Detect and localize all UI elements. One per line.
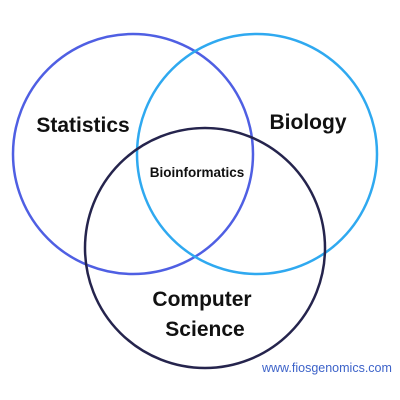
statistics-label: Statistics — [36, 114, 129, 137]
intersection-label: Bioinformatics — [150, 165, 245, 180]
computer-science-circle — [83, 126, 327, 370]
computer-science-label-line1: Computer — [152, 288, 251, 311]
computer-science-label-line2: Science — [165, 318, 244, 341]
biology-circle — [135, 32, 379, 276]
website-link[interactable]: www.fiosgenomics.com — [262, 361, 392, 375]
statistics-circle — [11, 32, 255, 276]
biology-label: Biology — [270, 111, 347, 134]
